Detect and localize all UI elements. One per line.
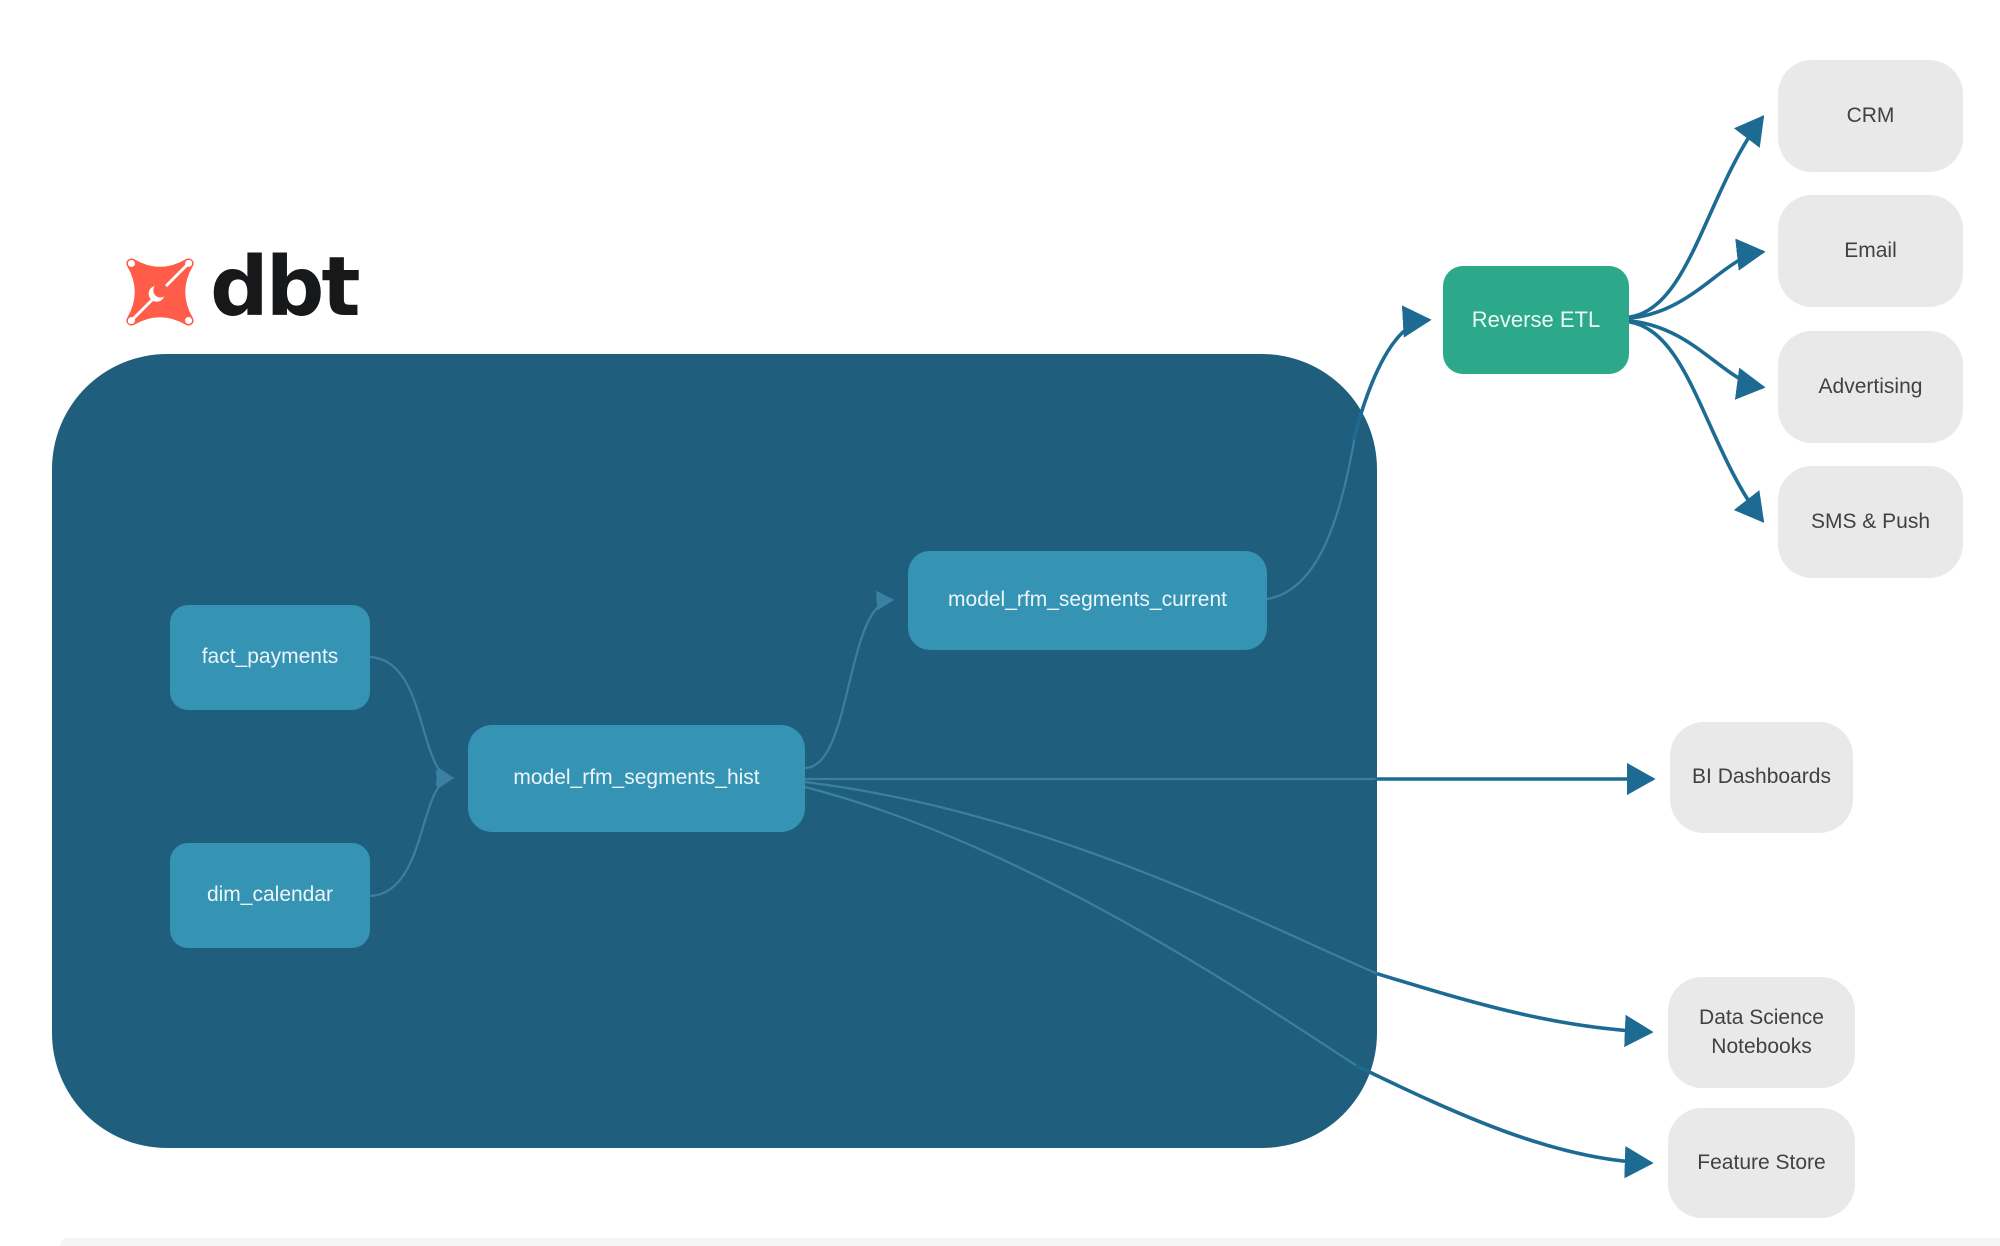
- node-advertising-label: Advertising: [1818, 374, 1923, 398]
- node-bi-dashboards-label: BI Dashboards: [1692, 765, 1831, 789]
- edge-hist-to-fs: [1355, 1064, 1654, 1179]
- node-model-rfm-segments-current: model_rfm_segments_current: [908, 551, 1267, 650]
- node-sms-push: SMS & Push: [1778, 466, 1963, 578]
- bottom-edge-strip: [60, 1238, 2000, 1246]
- node-dim-calendar-label: dim_calendar: [206, 883, 334, 907]
- dbt-logo: dbt: [118, 246, 361, 334]
- node-advertising: Advertising: [1778, 331, 1963, 443]
- node-fact-payments: fact_payments: [170, 605, 370, 710]
- node-sms-push-label: SMS & Push: [1810, 509, 1931, 533]
- edge-retl-to-advertising: [1628, 319, 1766, 400]
- node-model-rfm-segments-hist-label: model_rfm_segments_hist: [513, 766, 760, 790]
- node-crm: CRM: [1778, 60, 1963, 172]
- node-bi-dashboards: BI Dashboards: [1670, 722, 1853, 833]
- node-data-science-notebooks-label: Data Science Notebooks: [1699, 1006, 1824, 1058]
- dbt-logo-icon: [126, 258, 194, 326]
- node-fact-payments-label: fact_payments: [201, 645, 339, 669]
- node-email: Email: [1778, 195, 1963, 307]
- dbt-wordmark: dbt: [210, 240, 361, 335]
- node-data-science-notebooks: Data Science Notebooks: [1668, 977, 1855, 1088]
- node-email-label: Email: [1844, 238, 1897, 262]
- node-feature-store: Feature Store: [1668, 1108, 1855, 1218]
- edge-hist-to-dsn: [1376, 972, 1654, 1048]
- node-model-rfm-segments-hist: model_rfm_segments_hist: [468, 725, 805, 832]
- edge-retl-to-crm: [1628, 115, 1765, 319]
- node-reverse-etl: Reverse ETL: [1443, 266, 1629, 374]
- node-reverse-etl-label: Reverse ETL: [1471, 307, 1601, 333]
- edge-retl-to-email: [1628, 238, 1766, 320]
- node-feature-store-label: Feature Store: [1697, 1150, 1826, 1174]
- node-model-rfm-segments-current-label: model_rfm_segments_current: [948, 588, 1227, 612]
- edge-retl-to-sms: [1628, 320, 1765, 523]
- node-crm-label: CRM: [1846, 103, 1895, 127]
- node-dim-calendar: dim_calendar: [170, 843, 370, 948]
